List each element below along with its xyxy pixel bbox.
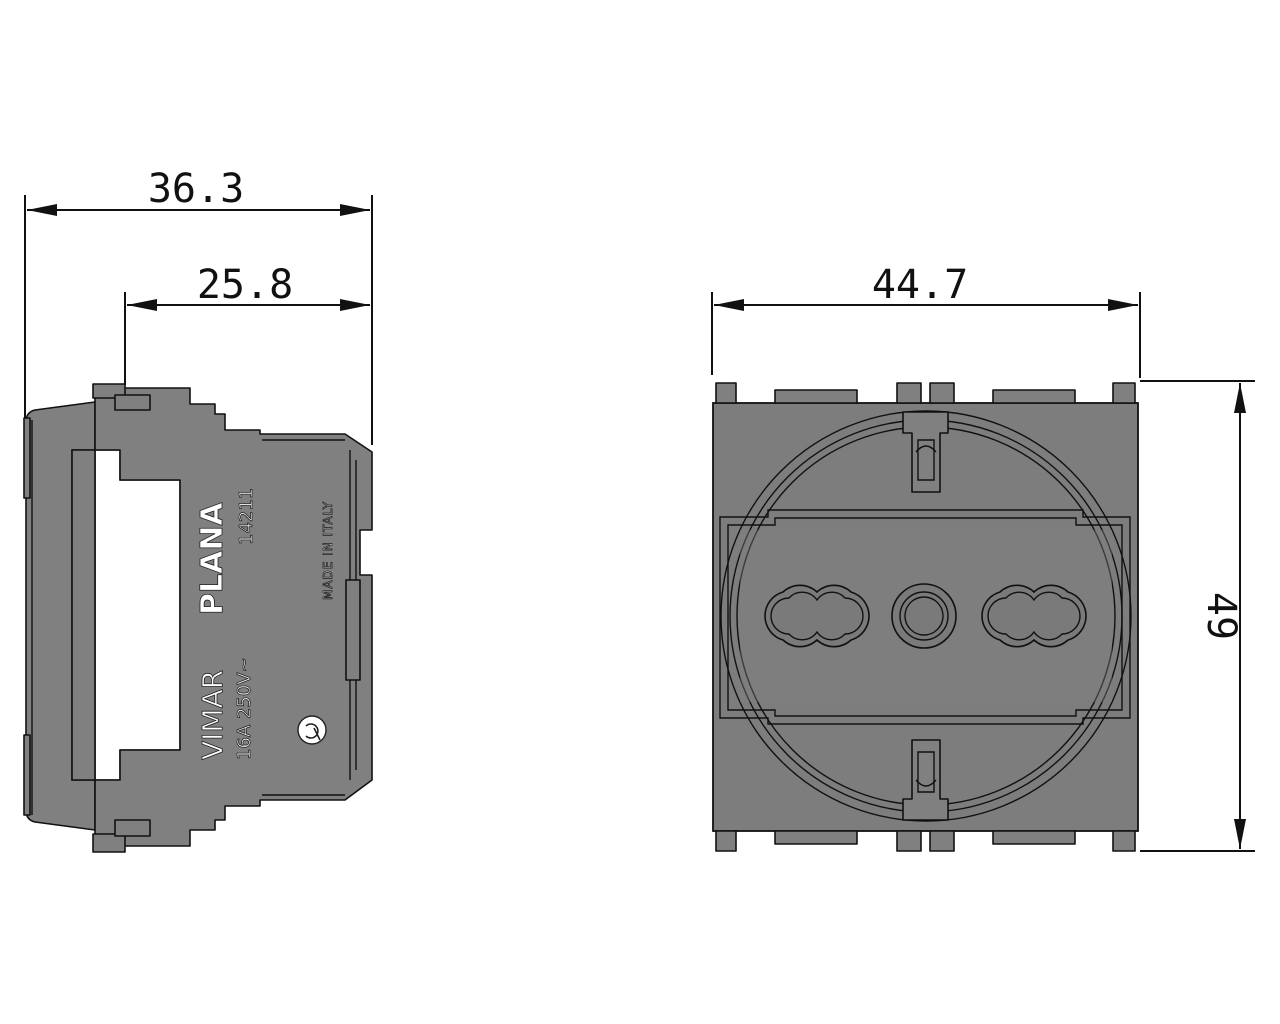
dimension-label-front-width: 44.7	[872, 262, 968, 308]
dimension-label-body-width: 25.8	[197, 262, 293, 308]
side-body	[71, 387, 373, 847]
bottom-latch	[902, 739, 949, 821]
socket-recess-outer	[720, 410, 1132, 822]
bottom-tabs	[715, 830, 1136, 852]
side-view-dimensions: 36.3 25.8	[24, 166, 373, 445]
marking-code: 14211	[236, 488, 257, 545]
top-tabs	[715, 382, 1136, 404]
top-latch	[902, 411, 949, 493]
side-view-part: VIMAR PLANA 16A 250V~ 14211 MADE IN ITAL…	[23, 383, 373, 853]
front-view-part	[712, 382, 1139, 852]
marking-series: PLANA	[195, 502, 230, 615]
marking-rating: 16A 250V~	[234, 657, 255, 760]
marking-origin: MADE IN ITALY	[321, 501, 335, 600]
socket-hole-right	[981, 584, 1087, 648]
front-view-dimensions: 44.7 49	[711, 262, 1255, 852]
socket-hole-center	[891, 583, 957, 649]
certification-mark-icon	[297, 715, 327, 745]
marking-brand: VIMAR	[196, 670, 229, 760]
socket-hole-left	[764, 584, 870, 648]
dimension-label-overall-width: 36.3	[148, 166, 244, 212]
dimension-label-front-height: 49	[1198, 592, 1244, 640]
